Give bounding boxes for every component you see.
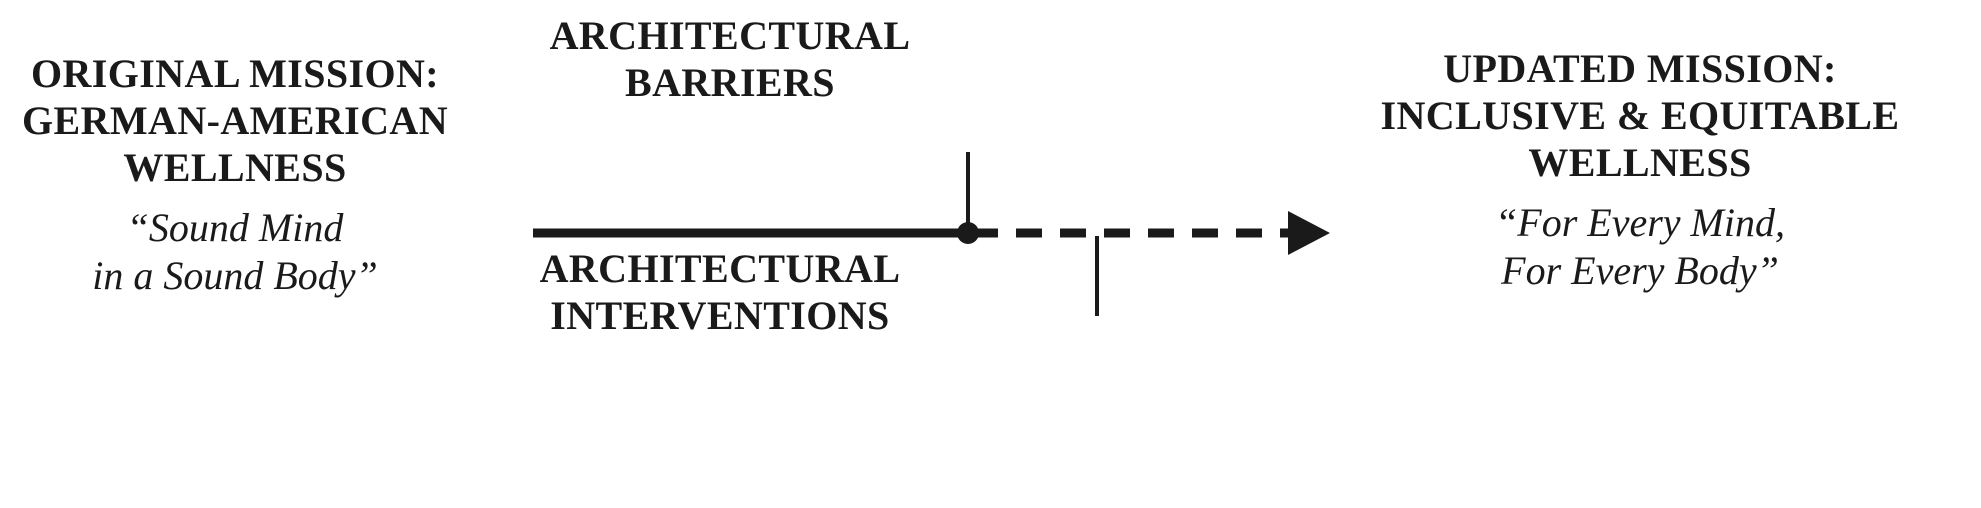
- updated-mission-block: UPDATED MISSION: INCLUSIVE & EQUITABLE W…: [1320, 45, 1960, 296]
- architectural-barriers-line-2: BARRIERS: [625, 60, 835, 106]
- transition-node-dot-icon: [957, 222, 979, 244]
- updated-mission-quote-line-1: “For Every Mind,: [1495, 199, 1785, 245]
- architectural-barriers-line-1: ARCHITECTURAL: [549, 13, 911, 58]
- original-mission-quote-line-2: in a Sound Body”: [92, 253, 378, 299]
- original-mission-heading-line-1: ORIGINAL MISSION:: [31, 51, 439, 96]
- updated-mission-heading: UPDATED MISSION: INCLUSIVE & EQUITABLE W…: [1320, 45, 1960, 187]
- architectural-interventions-line-2: INTERVENTIONS: [550, 293, 890, 339]
- original-mission-quote: “Sound Mind in a Sound Body”: [0, 204, 470, 302]
- original-mission-heading: ORIGINAL MISSION: GERMAN-AMERICAN WELLNE…: [0, 50, 470, 192]
- architectural-interventions-heading: ARCHITECTURAL INTERVENTIONS: [440, 245, 1000, 339]
- architectural-interventions-line-1: ARCHITECTURAL: [539, 246, 901, 291]
- architectural-interventions-label: ARCHITECTURAL INTERVENTIONS: [440, 245, 1000, 339]
- updated-mission-heading-line-3: WELLNESS: [1528, 140, 1752, 186]
- original-mission-block: ORIGINAL MISSION: GERMAN-AMERICAN WELLNE…: [0, 50, 470, 301]
- updated-mission-heading-line-1: UPDATED MISSION:: [1443, 46, 1837, 91]
- original-mission-quote-line-1: “Sound Mind: [126, 204, 344, 250]
- architectural-barriers-heading: ARCHITECTURAL BARRIERS: [480, 12, 980, 106]
- original-mission-heading-line-2: GERMAN-AMERICAN: [22, 98, 448, 144]
- updated-mission-quote: “For Every Mind, For Every Body”: [1320, 199, 1960, 297]
- updated-mission-quote-line-2: For Every Body”: [1501, 248, 1779, 294]
- architectural-barriers-label: ARCHITECTURAL BARRIERS: [480, 12, 980, 106]
- updated-mission-heading-line-2: INCLUSIVE & EQUITABLE: [1380, 93, 1900, 139]
- original-mission-heading-line-3: WELLNESS: [123, 145, 347, 191]
